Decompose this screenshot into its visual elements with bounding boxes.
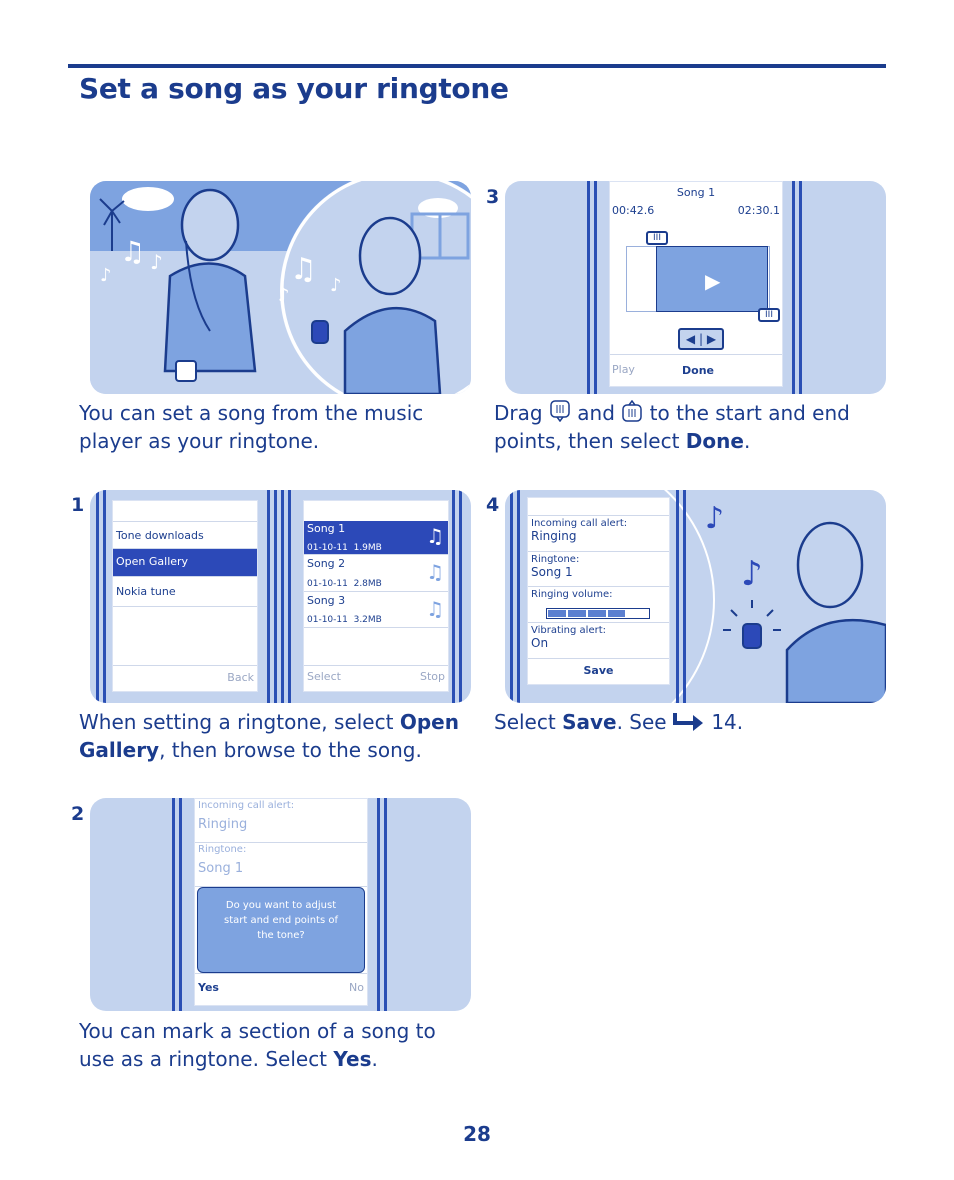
setting-incoming-call-alert[interactable]: Incoming call alert: Ringing	[528, 516, 669, 552]
select-softkey[interactable]: Select	[307, 670, 341, 683]
step4-caption: Select Save. See 14.	[494, 710, 744, 734]
song-item[interactable]: Song 1 01-10-11 1.9MB ♫	[304, 521, 448, 555]
frame-bars	[281, 490, 293, 703]
done-softkey[interactable]: Done	[682, 364, 714, 377]
step4-panel: ♪ ♪ Incoming call alert: Ringing Rington…	[505, 490, 886, 703]
svg-text:♫: ♫	[120, 235, 145, 268]
step2-panel: Incoming call alert: Ringing Ringtone: S…	[90, 798, 471, 1011]
music-note-icon: ♫	[426, 524, 444, 548]
end-handle-icon	[622, 400, 643, 422]
music-note-icon: ♫	[426, 560, 444, 584]
step-number-4: 4	[486, 494, 500, 516]
frame-bars	[510, 490, 522, 703]
intro-illustration: ♫ ♪ ♪ ♫ ♪ ♪	[90, 181, 471, 394]
time-start: 00:42.6	[612, 204, 655, 217]
step-number-2: 2	[71, 803, 85, 825]
play-softkey[interactable]: Play	[612, 363, 635, 376]
confirm-screen: Incoming call alert: Ringing Ringtone: S…	[194, 798, 368, 1006]
frame-bars	[377, 798, 389, 1011]
setting-vibrating-alert[interactable]: Vibrating alert: On	[528, 623, 669, 659]
step2-caption: You can mark a section of a song to use …	[79, 1019, 436, 1071]
skip-control[interactable]: ◀ | ▶	[678, 328, 724, 350]
intro-caption: You can set a song from the music player…	[79, 401, 424, 453]
page-number: 28	[463, 1122, 491, 1146]
list-item[interactable]: Tone downloads	[113, 521, 257, 549]
no-softkey[interactable]: No	[349, 981, 364, 994]
volume-fill	[548, 610, 625, 617]
top-rule	[68, 64, 886, 68]
trim-screen: Song 1 00:42.6 02:30.1 ▶ III III ◀ | ▶ P…	[609, 181, 783, 387]
save-softkey[interactable]: Save	[583, 664, 614, 677]
frame-bars	[172, 798, 184, 1011]
svg-text:♪: ♪	[278, 285, 290, 306]
faded-field: Ringtone: Song 1	[195, 843, 367, 887]
song-item[interactable]: Song 2 01-10-11 2.8MB ♫	[304, 555, 448, 592]
step-number-1: 1	[71, 494, 85, 516]
frame-bars	[452, 490, 464, 703]
frame-bars-left	[587, 181, 599, 394]
step3-panel: Song 1 00:42.6 02:30.1 ▶ III III ◀ | ▶ P…	[505, 181, 886, 394]
page-title: Set a song as your ringtone	[79, 72, 509, 105]
start-handle[interactable]: III	[646, 231, 668, 245]
illustration-man-listening: ♫ ♪ ♪ ♫ ♪ ♪	[90, 181, 471, 394]
frame-bars	[676, 490, 688, 703]
setting-ringing-volume[interactable]: Ringing volume:	[528, 587, 669, 623]
song-list-screen: Song 1 01-10-11 1.9MB ♫ Song 2 01-10-11 …	[303, 500, 449, 692]
page-reference-arrow-icon	[672, 713, 703, 731]
start-handle-icon	[550, 400, 570, 422]
svg-text:♪: ♪	[741, 554, 763, 594]
svg-text:♪: ♪	[150, 250, 163, 274]
end-handle[interactable]: III	[758, 308, 780, 322]
step1-panel: Tone downloads Open Gallery Nokia tune B…	[90, 490, 471, 703]
svg-text:♫: ♫	[290, 252, 317, 287]
list-item[interactable]: Nokia tune	[113, 577, 257, 607]
list-item-open-gallery[interactable]: Open Gallery	[113, 549, 257, 577]
svg-text:♪: ♪	[100, 265, 112, 286]
song-item[interactable]: Song 3 01-10-11 3.2MB ♫	[304, 592, 448, 628]
svg-text:♪: ♪	[705, 501, 724, 536]
frame-bars-right	[792, 181, 804, 394]
frame-bars	[96, 490, 108, 703]
yes-softkey[interactable]: Yes	[198, 981, 219, 994]
time-end: 02:30.1	[737, 204, 780, 217]
play-icon: ▶	[705, 269, 721, 293]
music-note-icon: ♫	[426, 597, 444, 621]
step3-caption: Drag and to the start and end points, th…	[494, 400, 850, 453]
selected-segment: ▶	[656, 246, 768, 312]
setting-ringtone[interactable]: Ringtone: Song 1	[528, 552, 669, 587]
confirm-dialog: Do you want to adjust start and end poin…	[197, 887, 365, 973]
song-title: Song 1	[676, 186, 716, 199]
ringtone-settings-screen: Incoming call alert: Ringing Ringtone: S…	[527, 497, 670, 685]
step-number-3: 3	[486, 186, 500, 208]
step1-caption: When setting a ringtone, select Open Gal…	[79, 710, 459, 762]
back-softkey[interactable]: Back	[227, 671, 254, 684]
stop-softkey[interactable]: Stop	[419, 670, 445, 683]
faded-field: Incoming call alert: Ringing	[195, 799, 367, 843]
svg-text:♪: ♪	[330, 275, 342, 296]
frame-bars	[267, 490, 279, 703]
ringtone-menu-screen: Tone downloads Open Gallery Nokia tune B…	[112, 500, 258, 692]
volume-bar[interactable]	[546, 608, 650, 619]
